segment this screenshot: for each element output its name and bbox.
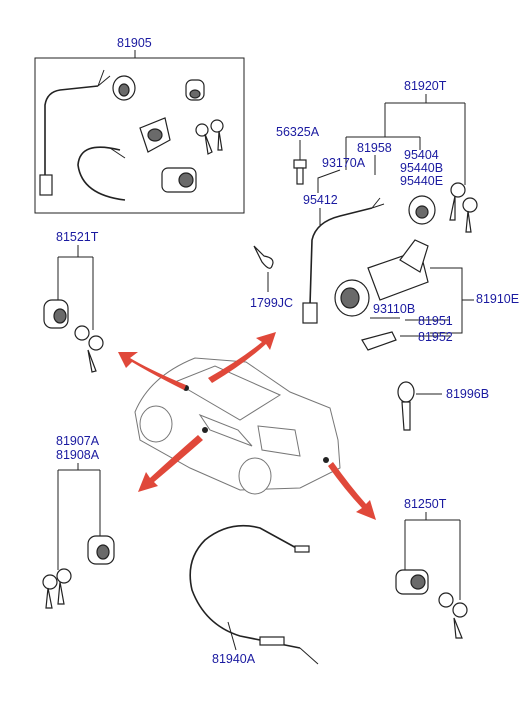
release-cable-icon [77, 146, 126, 201]
label-95412[interactable]: 95412 [303, 193, 338, 207]
leader-81940A [227, 621, 237, 651]
leader-81250T [404, 512, 461, 600]
part-81996B-group: 81996B [397, 381, 489, 431]
label-93170A[interactable]: 93170A [322, 156, 366, 170]
lock-assembly-face-icon [147, 128, 163, 142]
label-95440B[interactable]: 95440B [400, 161, 443, 175]
vehicle-outline-icon [134, 357, 341, 495]
cable-lower-end-icon [259, 636, 285, 646]
label-81250T[interactable]: 81250T [404, 497, 447, 511]
label-81951[interactable]: 81951 [418, 314, 453, 328]
label-95404[interactable]: 95404 [404, 148, 439, 162]
rod-connector-icon [39, 174, 53, 196]
immobilizer-wires-icon [371, 197, 385, 209]
arrow-to-1799JC [208, 332, 276, 383]
leader-81920T [345, 94, 466, 185]
hood-release-cable-icon [189, 524, 301, 649]
arrow-to-81907A [138, 435, 203, 492]
bolt-head-icon [293, 159, 307, 169]
rear-door-cylinder-face-icon [96, 544, 110, 560]
kit-81905-box [34, 57, 245, 214]
label-81521T[interactable]: 81521T [56, 230, 99, 244]
part-81940A-group: 81940A [189, 524, 319, 666]
cable-hook-icon [299, 647, 319, 665]
kit-81920T-group: 81920T 56325A 81958 93170A 95404 95440B … [276, 79, 478, 324]
tailgate-keys-icon [438, 592, 468, 639]
ignition-rod-icon [44, 85, 99, 175]
kit-81907A-group: 81907A 81908A [42, 434, 115, 609]
kit-81521T-group: 81521T [43, 230, 104, 373]
label-81908A[interactable]: 81908A [56, 448, 100, 462]
rear-door-keys-icon [42, 568, 72, 609]
label-56325A[interactable]: 56325A [276, 125, 320, 139]
arrow-to-81250T [328, 462, 376, 520]
leader-93170A [317, 169, 341, 193]
blank-key-blade-icon [401, 401, 411, 431]
key-pair-icon [195, 119, 224, 155]
label-81920T[interactable]: 81920T [404, 79, 447, 93]
cable-end-icon [109, 147, 126, 159]
blank-key-head-icon [397, 381, 415, 403]
door-cylinder-face-icon [189, 89, 201, 99]
leader-81910E [400, 267, 474, 337]
immobilizer-rod-icon [309, 207, 373, 306]
label-81996B[interactable]: 81996B [446, 387, 489, 401]
tailgate-cylinder-face-icon [410, 574, 426, 590]
cable-upper-end-icon [294, 545, 310, 553]
label-81910E[interactable]: 81910E [476, 292, 519, 306]
transponder-keys-icon [449, 182, 478, 233]
label-81907A[interactable]: 81907A [56, 434, 100, 448]
part-1799JC-group: 1799JC [250, 245, 293, 310]
kit-81250T-group: 81250T [395, 497, 468, 639]
label-81958[interactable]: 81958 [357, 141, 392, 155]
label-81952[interactable]: 81952 [418, 330, 453, 344]
antenna-coil-face-icon [415, 205, 429, 219]
immobilizer-connector-icon [302, 302, 318, 324]
label-81940A[interactable]: 81940A [212, 652, 256, 666]
lock-cylinder-face-icon [118, 83, 130, 97]
rod-wires-icon [97, 69, 111, 87]
kit-81905-group: 81905 [34, 36, 245, 214]
label-1799JC[interactable]: 1799JC [250, 296, 293, 310]
arrow-to-81521T [118, 352, 186, 390]
label-81905[interactable]: 81905 [117, 36, 152, 50]
ignition-cylinder-face-icon [340, 287, 360, 309]
door-keys-icon [74, 325, 104, 373]
leader-81907A [57, 463, 101, 570]
label-93110B[interactable]: 93110B [373, 302, 415, 316]
bolt-shank-icon [296, 167, 304, 185]
leader-81521T [57, 245, 94, 330]
kit-81910E-group: 93110B 81910E 81951 81952 [334, 239, 519, 351]
bracket-icon [361, 331, 397, 351]
label-95440E[interactable]: 95440E [400, 174, 443, 188]
ignition-lock-arm-icon [399, 239, 429, 273]
cable-tie-icon [253, 245, 274, 269]
door-lock-cylinder-face-icon [53, 308, 67, 324]
trunk-lock-face-icon [178, 172, 194, 188]
